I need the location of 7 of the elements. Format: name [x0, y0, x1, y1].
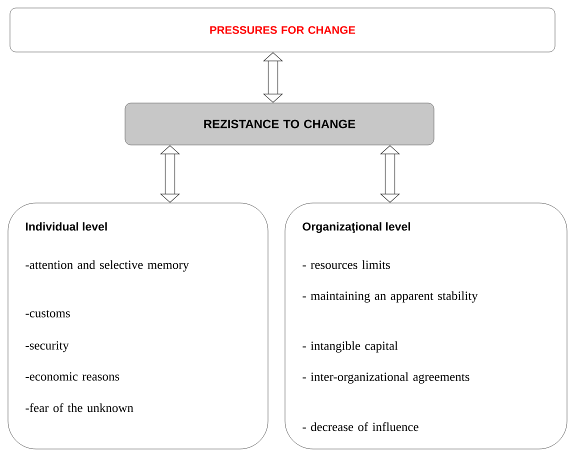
level-box: Organizaţional level - resources limits - maintaining an apparent stability - intangible capital - inter-organizational agreements - decrease of influence — [284, 202, 568, 450]
title-box: PRESSURES FOR CHANGE — [10, 8, 556, 52]
central-box: REZISTANCE TO CHANGE — [124, 102, 434, 146]
double-arrow — [262, 52, 284, 103]
double-arrow — [160, 145, 180, 203]
level-box: Individual level -attention and selective memory -customs -security -economic reasons -fear of the unknown — [8, 202, 268, 450]
double-arrow — [380, 145, 400, 203]
